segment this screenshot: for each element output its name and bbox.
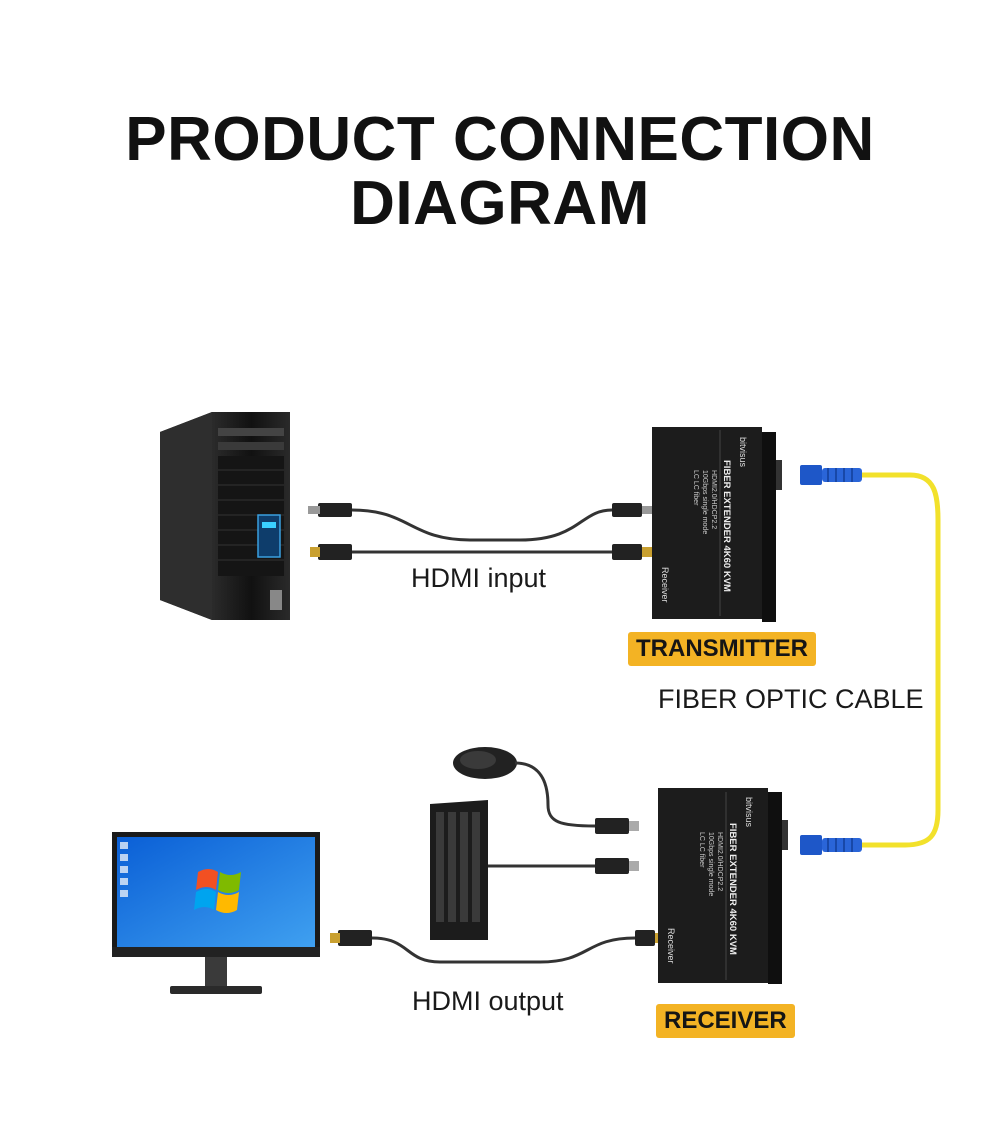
pc-tower-icon [160, 412, 290, 620]
transmitter-side-label: Receiver [660, 567, 670, 603]
receiver-spec-2: 10Gbps single mode [707, 832, 714, 896]
monitor-icon [112, 832, 320, 994]
fiber-optic-cable-label: FIBER OPTIC CABLE [658, 684, 924, 714]
receiver-brand: bitvisus [744, 797, 754, 828]
hdmi-input-cable [308, 503, 652, 560]
mouse-icon [453, 747, 639, 834]
fiber-optic-cable [800, 465, 941, 855]
receiver-badge: RECEIVER [656, 1004, 795, 1038]
keyboard-icon [430, 800, 639, 940]
transmitter-spec-2: 10Gbps single mode [701, 470, 708, 534]
receiver-spec-3: LC LC fiber [698, 832, 705, 868]
transmitter-brand: bitvisus [738, 437, 748, 468]
title-line-2: DIAGRAM [350, 169, 650, 238]
receiver-side-label: Receiver [666, 928, 676, 964]
transmitter-model: FIBER EXTENDER 4K60 KVM [721, 460, 732, 592]
page-title: PRODUCT CONNECTION DIAGRAM [0, 108, 1000, 236]
transmitter-spec-3: LC LC fiber [692, 470, 699, 506]
hdmi-output-cable [330, 930, 663, 964]
hdmi-input-label: HDMI input [411, 563, 547, 593]
hdmi-output-label: HDMI output [412, 986, 564, 1016]
transmitter-device-icon: bitvisus FIBER EXTENDER 4K60 KVM HDMI2.0… [652, 427, 782, 622]
windows-logo-icon [194, 869, 241, 913]
receiver-device-icon: bitvisus FIBER EXTENDER 4K60 KVM HDMI2.0… [658, 788, 788, 984]
receiver-model: FIBER EXTENDER 4K60 KVM [727, 823, 738, 955]
title-line-1: PRODUCT CONNECTION [125, 105, 875, 174]
receiver-spec-1: HDMI2.0/HDCP2.2 [716, 832, 723, 891]
transmitter-spec-1: HDMI2.0/HDCP2.2 [710, 470, 717, 529]
transmitter-badge: TRANSMITTER [628, 632, 816, 666]
